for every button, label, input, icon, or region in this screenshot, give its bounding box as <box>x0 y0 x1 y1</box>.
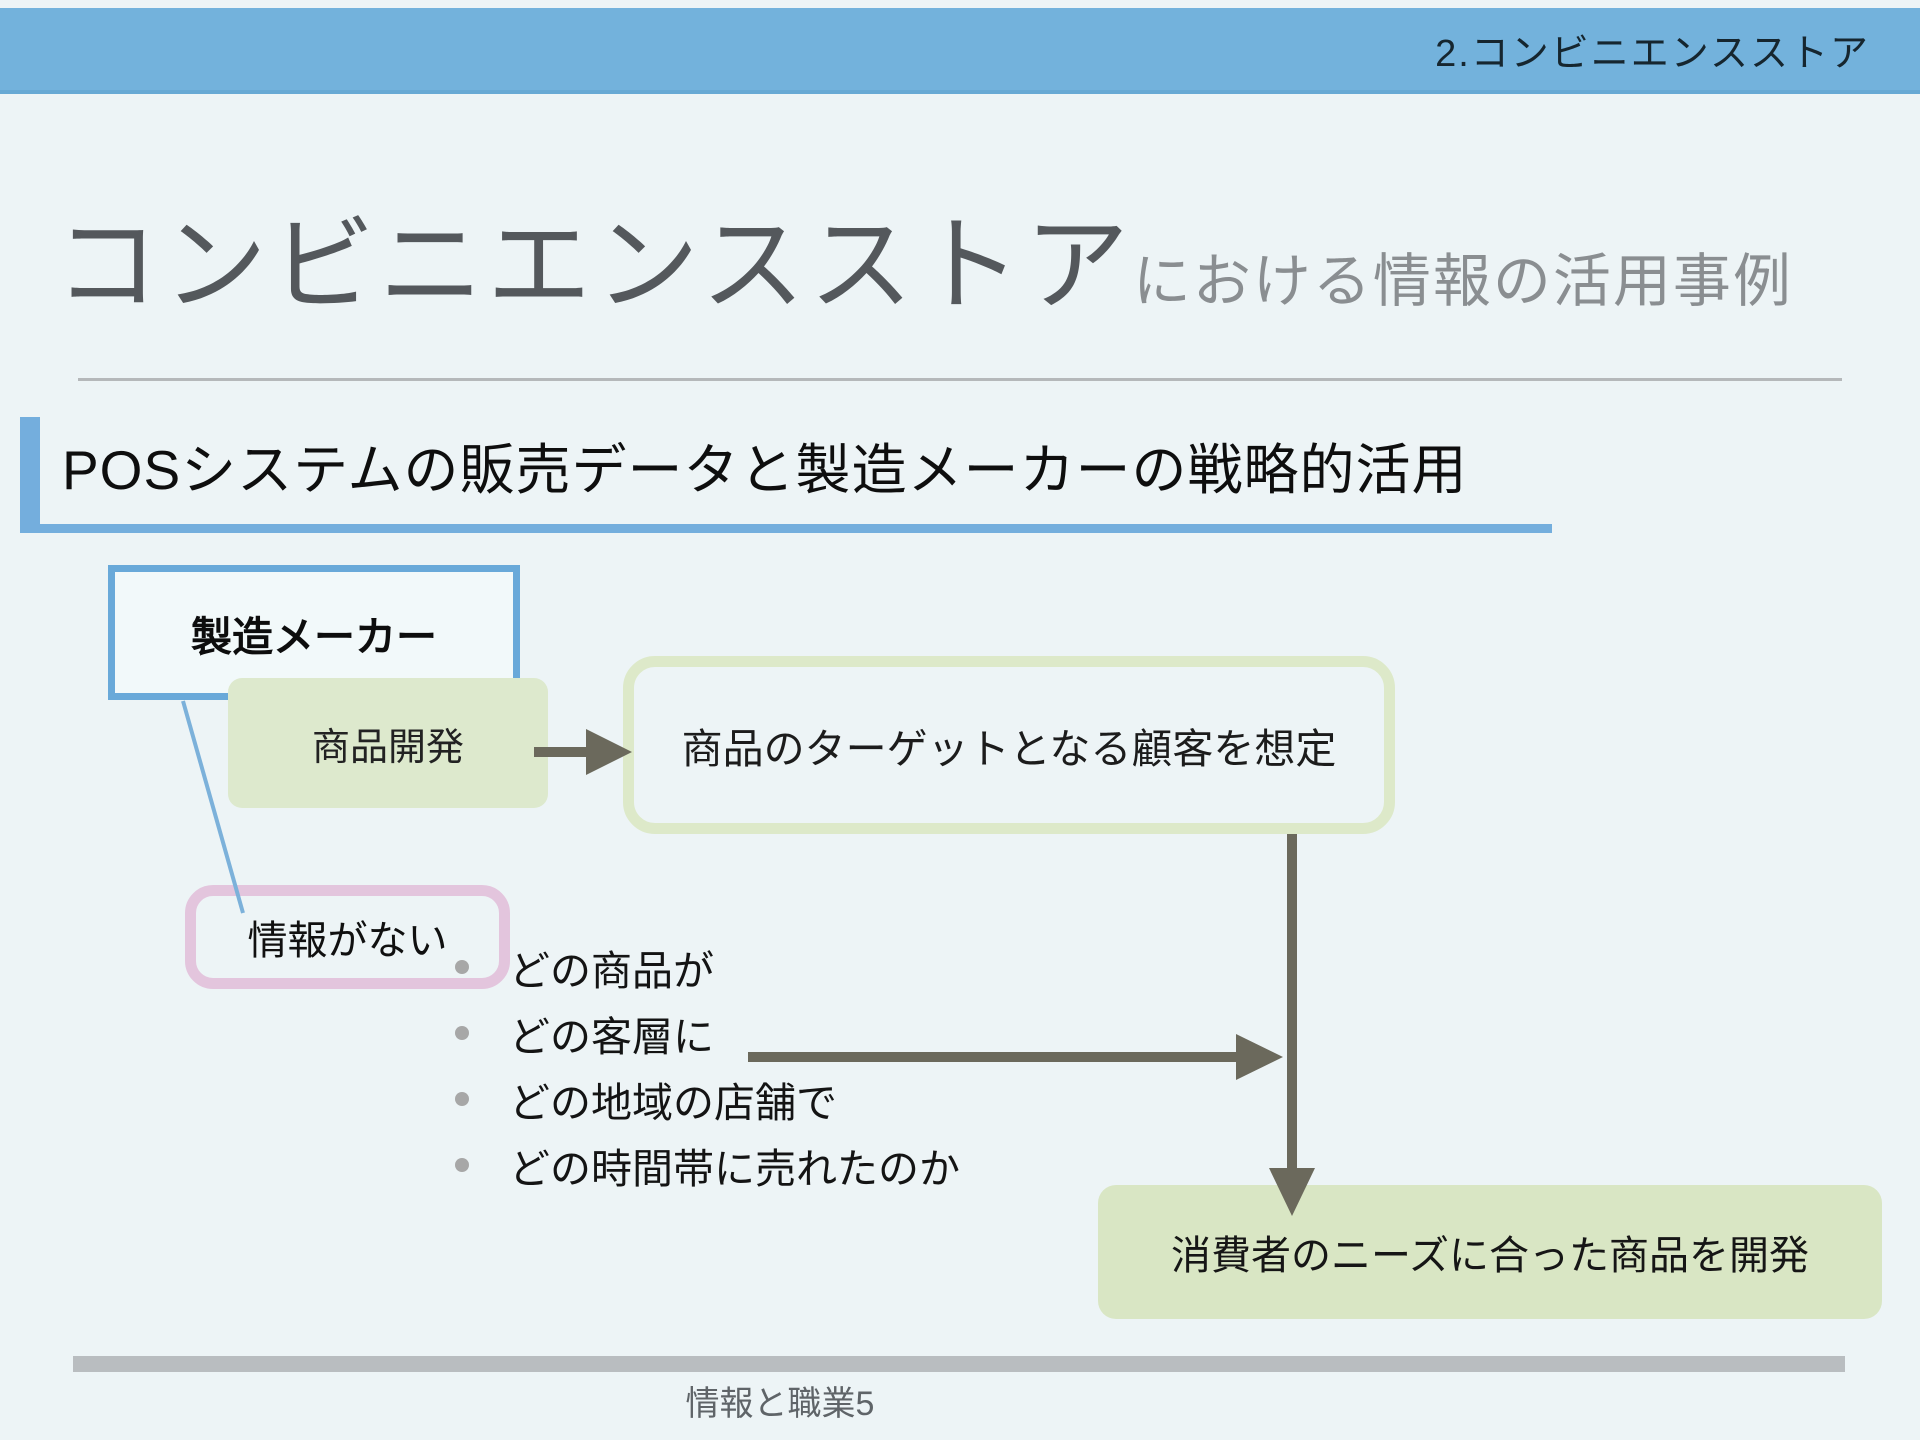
target-customer-label: 商品のターゲットとなる顧客を想定 <box>681 726 1337 772</box>
bullet-text: どの客層に <box>509 1014 714 1060</box>
bullet-text: どの地域の店舗で <box>509 1080 837 1126</box>
maker-box: 製造メーカー <box>108 565 520 700</box>
arrow-target-to-develop <box>1269 834 1315 1216</box>
bullet-icon <box>455 1158 469 1172</box>
list-item: どの商品が <box>455 934 960 1000</box>
list-item: どの時間帯に売れたのか <box>455 1132 960 1198</box>
arrow-product-dev-to-target <box>534 729 632 775</box>
list-item: どの地域の店舗で <box>455 1066 960 1132</box>
section-heading-text: POSシステムの販売データと製造メーカーの戦略的活用 <box>62 439 1468 501</box>
pos-data-bullet-list: どの商品が どの客層に どの地域の店舗で どの時間帯に売れたのか <box>455 934 960 1198</box>
no-info-box: 情報がない <box>185 885 510 989</box>
bullet-icon <box>455 1092 469 1106</box>
product-dev-box: 商品開発 <box>228 678 548 808</box>
maker-box-label: 製造メーカー <box>191 613 437 660</box>
title-divider <box>78 378 1842 381</box>
bullet-icon <box>455 1026 469 1040</box>
slide-title: コンビニエンスストア における情報の活用事例 <box>55 180 1885 331</box>
develop-box-label: 消費者のニーズに合った商品を開発 <box>1171 1234 1809 1278</box>
develop-box: 消費者のニーズに合った商品を開発 <box>1098 1185 1882 1319</box>
bullet-text: どの時間帯に売れたのか <box>509 1146 960 1192</box>
target-customer-box: 商品のターゲットとなる顧客を想定 <box>623 656 1395 834</box>
slide-title-sub: における情報の活用事例 <box>1132 249 1793 314</box>
heading-accent-bar <box>20 417 40 533</box>
product-dev-label: 商品開発 <box>311 726 464 769</box>
chapter-label: 2.コンビニエンスストア <box>1435 32 1870 75</box>
bullet-text: どの商品が <box>509 948 714 994</box>
no-info-label: 情報がない <box>247 919 448 963</box>
bullet-icon <box>455 960 469 974</box>
footer-page-label: 情報と職業5 <box>685 1385 875 1423</box>
slide-title-main: コンビニエンスストア <box>55 208 1133 324</box>
header-bar: 2.コンビニエンスストア <box>0 8 1920 94</box>
heading-underline <box>20 524 1552 533</box>
footer-bar <box>73 1356 1845 1372</box>
list-item: どの客層に <box>455 1000 960 1066</box>
section-heading: POSシステムの販売データと製造メーカーの戦略的活用 <box>20 417 1552 533</box>
